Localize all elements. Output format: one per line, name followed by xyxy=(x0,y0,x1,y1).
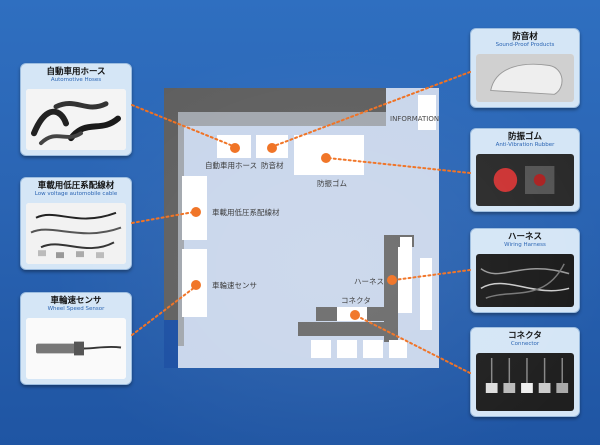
product-card-harness[interactable]: ハーネス Wiring Harness xyxy=(470,228,580,313)
product-title-jp: 自動車用ホース xyxy=(46,67,106,77)
product-title-en: Sound-Proof Products xyxy=(495,42,555,48)
wall-top xyxy=(164,88,386,112)
marker-lowvolt[interactable] xyxy=(191,207,201,217)
product-card-hoses[interactable]: 自動車用ホース Automotive Hoses xyxy=(20,63,132,156)
floor-label-connector: コネクタ xyxy=(341,296,371,305)
information-label: INFORMATION xyxy=(390,115,440,123)
product-card-antivib[interactable]: 防振ゴム Anti-Vibration Rubber xyxy=(470,128,580,212)
product-title-en: Wiring Harness xyxy=(504,242,546,248)
product-title-en: Automotive Hoses xyxy=(50,77,102,83)
product-title-jp: コネクタ xyxy=(508,331,542,341)
wall-inner-left xyxy=(178,126,184,346)
information-desk xyxy=(418,95,436,130)
product-title-en: Anti-Vibration Rubber xyxy=(495,142,555,148)
floor-label-antivib: 防振ゴム xyxy=(317,179,347,188)
product-title-en: Connector xyxy=(510,341,540,347)
floor-label-lowvolt: 車載用低圧系配線材 xyxy=(212,208,280,217)
product-card-connector[interactable]: コネクタ Connector xyxy=(470,327,580,417)
marker-harness[interactable] xyxy=(387,275,397,285)
soundproof-photo xyxy=(476,54,574,102)
floor-label-hoses: 自動車用ホース xyxy=(205,161,258,170)
lowvolt-photo xyxy=(26,203,126,264)
product-card-soundproof[interactable]: 防音材 Sound-Proof Products xyxy=(470,28,580,108)
bottom-wall xyxy=(298,322,398,336)
right-edge-display xyxy=(420,258,432,330)
marker-connector[interactable] xyxy=(350,310,360,320)
product-title-en: Wheel Speed Sensor xyxy=(47,306,105,312)
bottom-display-2 xyxy=(337,340,357,358)
product-card-speed[interactable]: 車輪速センサ Wheel Speed Sensor xyxy=(20,292,132,385)
product-card-lowvolt[interactable]: 車載用低圧系配線材 Low voltage automobile cable xyxy=(20,177,132,270)
floor-label-soundproof: 防音材 xyxy=(261,161,284,170)
marker-antivib[interactable] xyxy=(321,153,331,163)
product-title-jp: 防振ゴム xyxy=(507,132,542,142)
harness-display-2 xyxy=(400,237,412,247)
product-title-en: Low voltage automobile cable xyxy=(34,191,118,197)
marker-soundproof[interactable] xyxy=(267,143,277,153)
product-title-jp: 車輪速センサ xyxy=(50,296,102,306)
speed-sensor-photo xyxy=(26,318,126,379)
product-title-jp: ハーネス xyxy=(507,232,542,242)
marker-speed[interactable] xyxy=(191,280,201,290)
bottom-display-1 xyxy=(311,340,331,358)
harness-photo xyxy=(476,254,574,307)
floor-label-harness: ハーネス xyxy=(354,277,384,286)
floor-label-speed: 車輪速センサ xyxy=(212,281,257,290)
bottom-display-4 xyxy=(389,340,407,358)
marker-hoses[interactable] xyxy=(230,143,240,153)
connector-photo xyxy=(476,353,574,411)
wall-bottom-left xyxy=(164,320,178,368)
product-title-jp: 車載用低圧系配線材 xyxy=(37,181,115,191)
wall-inner-top xyxy=(178,112,386,126)
antivib-photo xyxy=(476,154,574,206)
bottom-display-3 xyxy=(363,340,383,358)
product-title-jp: 防音材 xyxy=(512,32,538,42)
hoses-photo xyxy=(26,89,126,150)
harness-display xyxy=(398,247,412,313)
